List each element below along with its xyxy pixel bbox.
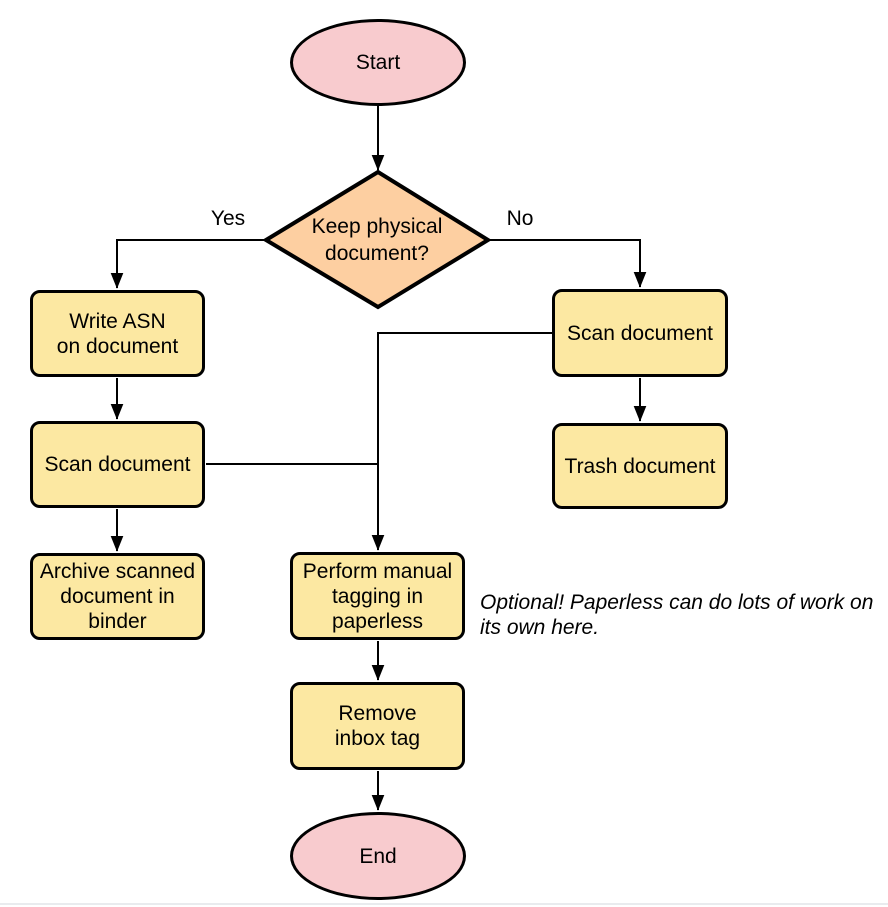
perform-tagging-node-label: Perform manual tagging in paperless <box>302 559 453 633</box>
start-node: Start <box>290 19 466 106</box>
end-node: End <box>290 812 466 900</box>
scan-document-right-node: Scan document <box>552 289 728 377</box>
edge-label-yes: Yes <box>210 207 246 230</box>
remove-inbox-tag-node: Remove inbox tag <box>290 682 465 770</box>
edge-decision-scan-right <box>487 239 647 288</box>
write-asn-node: Write ASN on document <box>30 290 205 377</box>
scan-document-left-node-label: Scan document <box>44 453 191 476</box>
bottom-divider <box>0 903 888 905</box>
archive-node: Archive scanned document in binder <box>30 553 205 640</box>
decision-node-shape <box>262 169 492 310</box>
perform-tagging-node: Perform manual tagging in paperless <box>290 552 465 640</box>
annotation-text: Optional! Paperless can do lots of work … <box>480 591 874 639</box>
trash-document-node-label: Trash document <box>564 454 716 478</box>
edge-decision-write-asn <box>110 239 267 289</box>
end-node-label: End <box>359 844 397 868</box>
decision-node-label: Keep physical document? <box>311 214 443 265</box>
scan-document-left-node: Scan document <box>30 421 205 508</box>
edge-label-no: No <box>506 207 534 230</box>
start-node-label: Start <box>355 51 401 74</box>
write-asn-node-label: Write ASN on document <box>56 309 179 358</box>
edge-scan-right-perform-tagging <box>371 332 552 551</box>
scan-document-right-node-label: Scan document <box>567 321 713 345</box>
archive-node-label: Archive scanned document in binder <box>39 560 196 633</box>
trash-document-node: Trash document <box>552 423 728 509</box>
remove-inbox-tag-node-label: Remove inbox tag <box>334 702 421 750</box>
